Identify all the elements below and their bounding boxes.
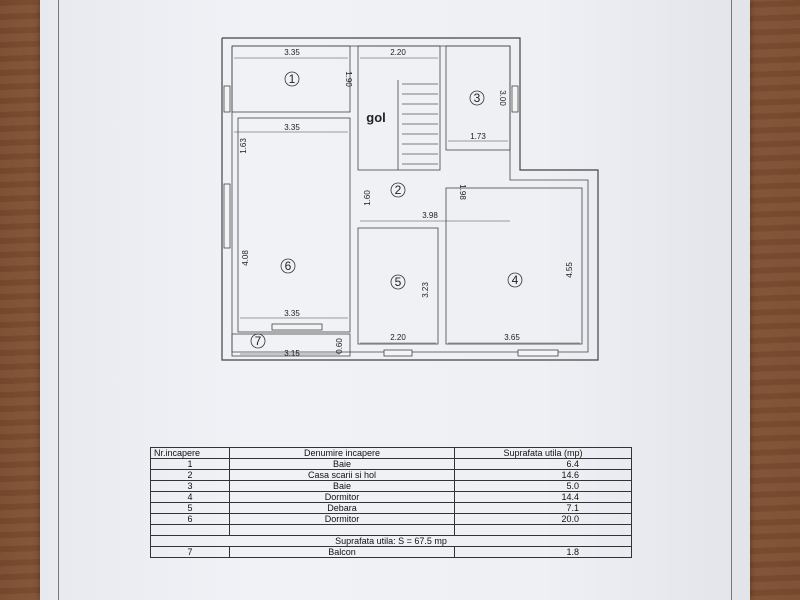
table-cell: 5.0	[454, 480, 632, 492]
table-row: 6 Dormitor 20.0	[150, 513, 632, 525]
dim-label: 3.65	[504, 333, 520, 342]
stair-block	[357, 45, 441, 171]
dim-label: 3.35	[284, 48, 300, 57]
dim-label: 3.35	[284, 309, 300, 318]
table-cell: 14.6	[454, 469, 632, 481]
table-cell: 1	[150, 458, 230, 470]
table-header: Denumire incapere	[229, 447, 455, 459]
table-cell: 20.0	[454, 513, 632, 525]
total-area-summary: Suprafata utila: S = 67.5 mp	[150, 535, 632, 547]
window	[223, 183, 231, 249]
room-number-1: 1	[289, 72, 296, 86]
dim-label: 2.20	[390, 48, 406, 57]
window	[517, 349, 559, 357]
stairwell-label: gol	[366, 110, 386, 125]
outer-wall-inner	[231, 45, 589, 353]
dim-label: 1.98	[458, 184, 467, 200]
room-number-3: 3	[474, 91, 481, 105]
table-cell	[454, 524, 632, 536]
balcony-7-walls	[231, 333, 351, 357]
window	[511, 85, 519, 113]
dim-label: 1.63	[239, 138, 248, 154]
room-area-table: Nr.incapere Denumire incapere Suprafata …	[150, 447, 632, 558]
table-cell: Baie	[229, 480, 455, 492]
table-row: 1 Baie 6.4	[150, 458, 632, 470]
table-cell: 5	[150, 502, 230, 514]
table-cell: 7	[150, 546, 230, 558]
room-6-walls	[237, 117, 351, 333]
table-cell: 6	[150, 513, 230, 525]
table-cell: Casa scarii si hol	[229, 469, 455, 481]
dim-label: 4.55	[565, 262, 574, 278]
drawing-frame	[58, 0, 732, 600]
table-cell: Debara	[229, 502, 455, 514]
dim-label: 2.20	[390, 333, 406, 342]
dim-label: 1.90	[344, 71, 353, 87]
table-row: 5 Debara 7.1	[150, 502, 632, 514]
room-number-5: 5	[395, 275, 402, 289]
room-4-walls	[445, 187, 583, 345]
room-number-4: 4	[512, 273, 519, 287]
dim-label: 4.08	[241, 250, 250, 266]
table-cell: Balcon	[229, 546, 455, 558]
dim-label: 3.98	[422, 211, 438, 220]
table-cell: 2	[150, 469, 230, 481]
table-header: Nr.incapere	[150, 447, 230, 459]
table-row: 4 Dormitor 14.4	[150, 491, 632, 503]
table-summary-row: Suprafata utila: S = 67.5 mp	[150, 535, 632, 547]
table-header: Suprafata utila (mp)	[454, 447, 632, 459]
dim-label: 3.00	[498, 90, 507, 106]
room-3-walls	[445, 45, 511, 151]
table-row-empty	[150, 524, 632, 536]
table-cell	[150, 524, 230, 536]
dim-label: 0.60	[335, 338, 344, 354]
table-cell: 6.4	[454, 458, 632, 470]
table-cell: 3	[150, 480, 230, 492]
outer-wall	[221, 37, 599, 361]
table-header-row: Nr.incapere Denumire incapere Suprafata …	[150, 447, 632, 459]
table-cell: 14.4	[454, 491, 632, 503]
table-row: 2 Casa scarii si hol 14.6	[150, 469, 632, 481]
window	[223, 85, 231, 113]
dim-label: 1.60	[363, 190, 372, 206]
room-number-2: 2	[395, 183, 402, 197]
table-cell: Dormitor	[229, 491, 455, 503]
window	[383, 349, 413, 357]
dim-label: 3.23	[421, 282, 430, 298]
table-cell	[229, 524, 455, 536]
room-number-6: 6	[285, 259, 292, 273]
dim-label: 1.73	[470, 132, 486, 141]
room-number-7: 7	[255, 334, 262, 348]
table-cell: 1.8	[454, 546, 632, 558]
room-5-walls	[357, 227, 439, 345]
room-1-walls	[231, 45, 351, 113]
dim-label: 3.35	[284, 123, 300, 132]
table-cell: Baie	[229, 458, 455, 470]
table-cell: 7.1	[454, 502, 632, 514]
table-cell: 4	[150, 491, 230, 503]
table-cell: Dormitor	[229, 513, 455, 525]
dim-label: 3.15	[284, 349, 300, 358]
window	[271, 323, 323, 331]
table-row-balcony: 7 Balcon 1.8	[150, 546, 632, 558]
table-row: 3 Baie 5.0	[150, 480, 632, 492]
